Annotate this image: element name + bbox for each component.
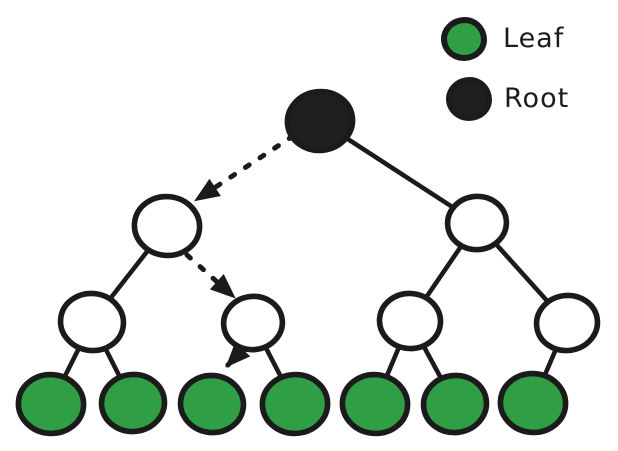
tree-node-leaf [177,372,247,436]
tree-node-internal [533,292,601,354]
traversal-arrows [184,133,296,369]
tree-node-internal [131,193,203,259]
tree-nodes [15,88,601,437]
tree-node-internal [57,290,127,354]
traversal-arrow [184,252,237,300]
traversal-arrow [224,342,251,369]
tree-node-leaf [259,371,331,437]
tree-node-internal [220,293,286,353]
tree-node-leaf [497,370,569,436]
tree-node-leaf [420,372,490,436]
traversal-arrow [193,133,296,203]
tree-node-internal [444,193,510,253]
tree-node-internal [376,290,444,352]
tree-edges [48,118,570,407]
tree-node-root [284,88,356,154]
tree-node-leaf [15,371,87,437]
tree-node-leaf [339,371,411,437]
tree-node-leaf [98,371,168,435]
